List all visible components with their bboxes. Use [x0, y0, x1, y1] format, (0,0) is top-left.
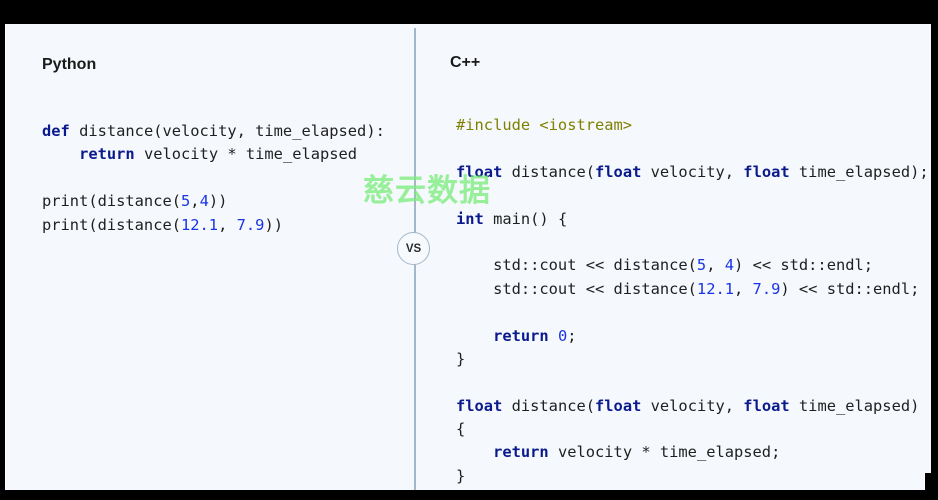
- code-line: float distance(float velocity, float tim…: [456, 395, 929, 418]
- code-line: return velocity * time_elapsed: [42, 143, 385, 166]
- code-number: 4: [199, 192, 209, 211]
- code-keyword: int: [456, 209, 484, 228]
- code-text: ;: [567, 326, 577, 345]
- code-line: def distance(velocity, time_elapsed):: [42, 120, 385, 143]
- code-number: 5: [696, 256, 707, 275]
- frame-edge-line: [924, 473, 925, 490]
- code-number: 5: [181, 192, 191, 211]
- code-line: return velocity * time_elapsed;: [456, 441, 929, 464]
- frame-edge: [924, 473, 932, 491]
- code-text: distance(: [502, 396, 596, 415]
- code-line: [456, 371, 929, 394]
- code-text: )): [264, 215, 283, 234]
- code-text: ,: [706, 256, 725, 275]
- code-text: distance(: [502, 162, 596, 181]
- code-text: [549, 327, 558, 345]
- code-keyword: float: [743, 162, 790, 181]
- code-text: std::cout << distance(: [456, 279, 697, 298]
- code-line: [456, 137, 929, 160]
- code-keyword: return: [493, 443, 549, 462]
- code-text: ) << std::endl;: [734, 256, 874, 275]
- code-line: {: [456, 418, 929, 441]
- code-line: #include <iostream>: [456, 114, 929, 137]
- code-line: int main() {: [456, 208, 929, 231]
- vs-badge: VS: [397, 232, 430, 265]
- cpp-code-block: #include <iostream> float distance(float…: [456, 114, 929, 488]
- code-number: 7.9: [752, 279, 781, 298]
- code-keyword: float: [743, 396, 790, 415]
- python-panel: Python def distance(velocity, time_elaps…: [42, 54, 385, 234]
- code-text: time_elapsed): [789, 396, 920, 415]
- code-text: [456, 327, 493, 345]
- code-text: print(distance(: [42, 215, 181, 234]
- code-line: float distance(float velocity, float tim…: [456, 161, 929, 184]
- code-text: main() {: [483, 209, 568, 228]
- code-text: velocity * time_elapsed: [134, 145, 358, 164]
- code-line: return 0;: [456, 325, 929, 348]
- code-text: }: [456, 466, 466, 485]
- code-number: 12.1: [696, 279, 734, 298]
- code-text: ,: [218, 215, 237, 234]
- code-text: velocity * time_elapsed;: [548, 443, 781, 462]
- code-text: velocity,: [641, 396, 744, 415]
- code-text: time_elapsed);: [789, 162, 929, 181]
- code-line: std::cout << distance(12.1, 7.9) << std:…: [456, 278, 929, 301]
- code-line: print(distance(12.1, 7.9)): [42, 214, 385, 237]
- code-text: {: [456, 420, 466, 439]
- code-text: ,: [190, 192, 200, 211]
- python-title: Python: [42, 56, 97, 73]
- code-text: ,: [734, 279, 753, 298]
- code-preprocessor: #include <iostream>: [456, 116, 633, 134]
- code-text: std::cout << distance(: [456, 256, 697, 275]
- code-keyword: float: [595, 162, 642, 181]
- python-code-block: def distance(velocity, time_elapsed): re…: [42, 120, 385, 237]
- code-keyword: float: [456, 162, 503, 181]
- code-text: print(distance(: [42, 192, 181, 211]
- code-keyword: float: [456, 396, 503, 415]
- code-line: [42, 167, 385, 190]
- code-text: velocity,: [641, 162, 744, 181]
- code-line: }: [456, 348, 929, 371]
- code-keyword: float: [595, 396, 642, 415]
- code-number: 7.9: [236, 215, 265, 234]
- code-text: distance(velocity, time_elapsed):: [69, 122, 385, 140]
- code-line: }: [456, 465, 929, 488]
- code-number: 0: [557, 326, 568, 345]
- code-line: [456, 301, 929, 324]
- code-keyword: return: [493, 326, 549, 345]
- code-number: 12.1: [181, 215, 219, 234]
- comparison-card: Python def distance(velocity, time_elaps…: [5, 24, 931, 490]
- code-line: [456, 231, 929, 254]
- code-text: [456, 443, 493, 461]
- cpp-title: C++: [450, 54, 481, 71]
- code-text: }: [456, 349, 466, 368]
- cpp-panel: C++ #include <iostream> float distance(f…: [450, 52, 929, 485]
- code-text: ) << std::endl;: [780, 279, 920, 298]
- code-keyword: def: [42, 122, 70, 140]
- code-text: [42, 145, 79, 163]
- code-line: [456, 184, 929, 207]
- code-number: 4: [724, 256, 735, 275]
- code-text: )): [208, 192, 228, 211]
- code-line: std::cout << distance(5, 4) << std::endl…: [456, 254, 929, 277]
- code-keyword: return: [79, 145, 135, 164]
- code-line: print(distance(5,4)): [42, 190, 385, 213]
